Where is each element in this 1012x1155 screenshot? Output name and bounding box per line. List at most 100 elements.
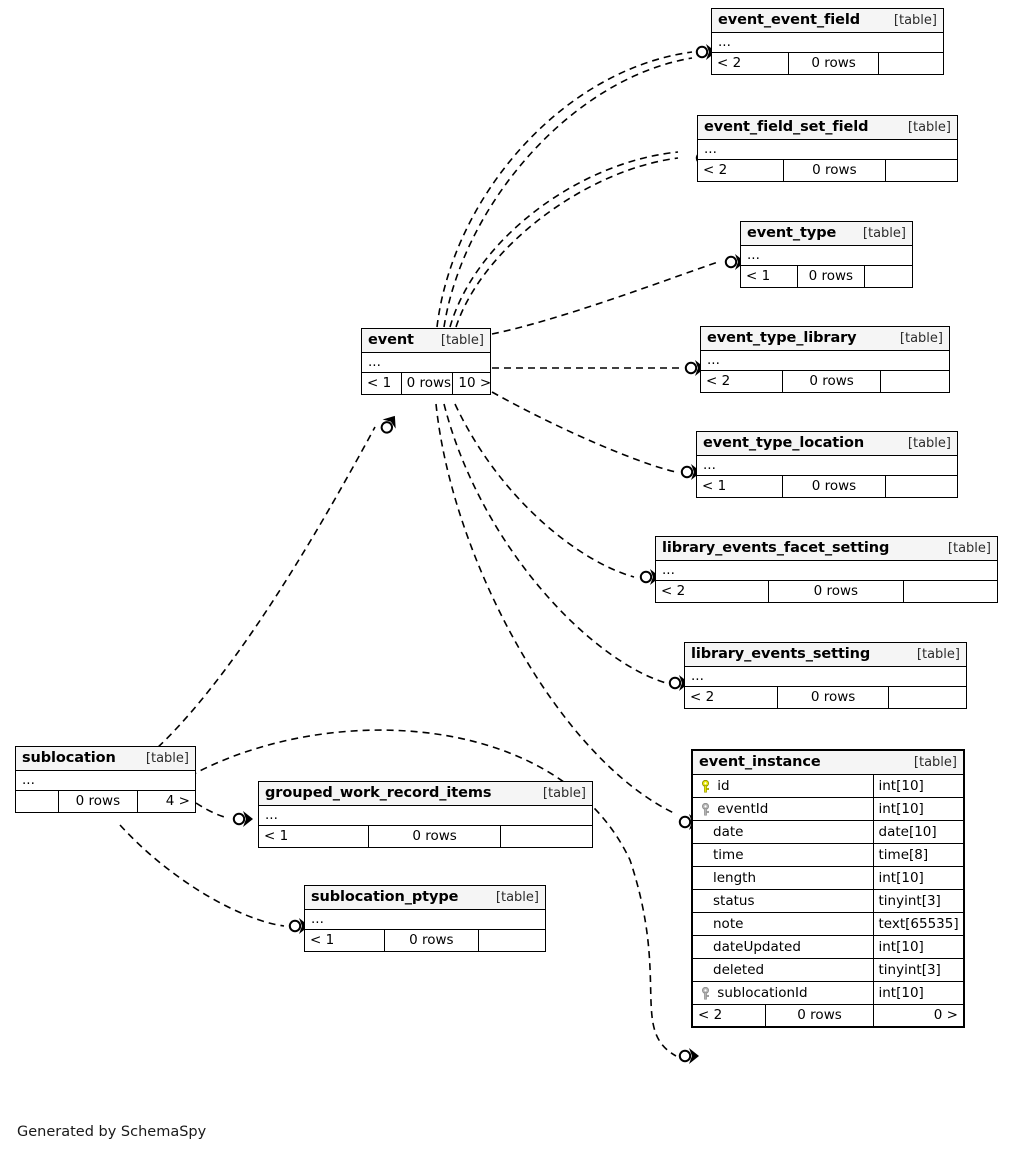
ellipsis-label: ... xyxy=(685,666,966,688)
footer-rowcount: 0 rows xyxy=(401,373,454,395)
footer-rowcount: 0 rows xyxy=(783,160,886,182)
table-footer: < 2 0 rows xyxy=(712,53,943,75)
footer-rowcount: 0 rows xyxy=(797,266,865,288)
footer-rowcount: 0 rows xyxy=(368,826,501,848)
table-event_field_set_field[interactable]: event_field_set_field [table] ... < 2 0 … xyxy=(697,115,958,183)
table-row[interactable]: time time[8] xyxy=(693,843,963,867)
table-sublocation_ptype[interactable]: sublocation_ptype [table] ... < 1 0 rows xyxy=(304,885,546,953)
table-header: event_field_set_field [table] xyxy=(698,116,957,140)
footer-rowcount: 0 rows xyxy=(765,1005,875,1026)
table-row[interactable]: eventId int[10] xyxy=(693,797,963,821)
footer-children xyxy=(864,266,912,287)
footer-children xyxy=(888,687,966,708)
table-tag: [table] xyxy=(826,222,912,246)
column-type: int[10] xyxy=(873,866,963,890)
footer-parents: < 2 xyxy=(685,687,779,709)
table-tag: [table] xyxy=(827,9,943,33)
table-library_events_facet_setting[interactable]: library_events_facet_setting [table] ...… xyxy=(655,536,998,604)
edge-event-to-event_field_set_field-1 xyxy=(449,151,679,328)
table-header: event_instance [table] xyxy=(693,751,963,775)
foreign-key-icon xyxy=(697,985,713,1001)
table-footer: < 2 0 rows 0 > xyxy=(693,1005,963,1026)
footer-parents: < 1 xyxy=(259,826,370,848)
table-name: grouped_work_record_items xyxy=(259,782,491,806)
table-collapsed-columns: ... xyxy=(259,805,592,827)
footer-parents: < 2 xyxy=(701,371,784,393)
footer-parents: < 2 xyxy=(698,160,784,182)
table-collapsed-columns: ... xyxy=(16,770,195,792)
footer-parents: < 2 xyxy=(656,581,769,603)
table-event_type[interactable]: event_type [table] ... < 1 0 rows xyxy=(740,221,913,289)
table-name: event_instance xyxy=(693,751,873,775)
table-header: event_event_field [table] xyxy=(712,9,943,33)
column-name: id xyxy=(717,778,730,794)
table-row[interactable]: deleted tinyint[3] xyxy=(693,958,963,982)
table-footer: < 1 0 rows 10 > xyxy=(362,373,492,395)
table-library_events_setting[interactable]: library_events_setting [table] ... < 2 0… xyxy=(684,642,967,710)
ellipsis-label: ... xyxy=(16,770,195,792)
table-event_type_location[interactable]: event_type_location [table] ... < 1 0 ro… xyxy=(696,431,958,499)
table-row[interactable]: sublocationId int[10] xyxy=(693,981,963,1005)
footer-children xyxy=(500,826,592,847)
ellipsis-label: ... xyxy=(698,139,957,161)
table-row[interactable]: dateUpdated int[10] xyxy=(693,935,963,959)
footer-rowcount: 0 rows xyxy=(768,581,904,603)
footer-rowcount: 0 rows xyxy=(788,53,880,75)
table-event_type_library[interactable]: event_type_library [table] ... < 2 0 row… xyxy=(700,326,950,394)
table-header: sublocation_ptype [table] xyxy=(305,886,545,910)
foreign-key-icon xyxy=(697,801,713,817)
footer-children xyxy=(880,371,949,392)
table-event[interactable]: event [table] ... < 1 0 rows 10 > xyxy=(361,328,492,396)
column-type: int[10] xyxy=(873,935,963,959)
column-type: int[10] xyxy=(873,981,963,1005)
footer-rowcount: 0 rows xyxy=(782,476,886,498)
column-type: tinyint[3] xyxy=(873,889,963,913)
edge-event-to-event_event_field-1 xyxy=(436,51,693,328)
table-name: sublocation xyxy=(16,747,116,771)
table-event_event_field[interactable]: event_event_field [table] ... < 2 0 rows xyxy=(711,8,944,76)
table-row[interactable]: id int[10] xyxy=(693,774,963,798)
footer-parents: < 2 xyxy=(693,1005,766,1026)
table-collapsed-columns: ... xyxy=(741,245,912,267)
footer-parents: < 1 xyxy=(305,930,385,952)
footer-children: 4 > xyxy=(165,793,190,810)
footer-rowcount: 0 rows xyxy=(384,930,480,952)
table-row[interactable]: length int[10] xyxy=(693,866,963,890)
column-name: status xyxy=(713,893,755,909)
table-sublocation[interactable]: sublocation [table] ... 0 rows 4 > xyxy=(15,746,196,814)
column-type: int[10] xyxy=(873,797,963,821)
footer-parents xyxy=(16,791,59,813)
table-footer: < 1 0 rows xyxy=(305,930,545,952)
footer-rowcount: 0 rows xyxy=(782,371,881,393)
table-row[interactable]: status tinyint[3] xyxy=(693,889,963,913)
table-collapsed-columns: ... xyxy=(712,32,943,54)
footer-children xyxy=(885,160,957,181)
footer-parents: < 1 xyxy=(362,373,402,395)
column-name: note xyxy=(713,916,744,932)
table-row[interactable]: note text[65535] xyxy=(693,912,963,936)
table-collapsed-columns: ... xyxy=(305,909,545,931)
table-footer: < 1 0 rows xyxy=(697,476,957,498)
table-name: event_type xyxy=(741,222,836,246)
table-event_instance[interactable]: event_instance [table] id int[10] xyxy=(691,749,965,1028)
table-collapsed-columns: ... xyxy=(685,666,966,688)
column-type: tinyint[3] xyxy=(873,958,963,982)
table-row[interactable]: date date[10] xyxy=(693,820,963,844)
table-footer: 0 rows 4 > xyxy=(16,791,195,813)
footer-children: 10 > xyxy=(458,375,492,392)
column-name: length xyxy=(713,870,757,886)
table-header: sublocation [table] xyxy=(16,747,195,771)
table-grouped_work_record_items[interactable]: grouped_work_record_items [table] ... < … xyxy=(258,781,593,849)
table-footer: < 2 0 rows xyxy=(685,687,966,709)
table-footer: < 1 0 rows xyxy=(259,826,592,848)
table-footer: < 1 0 rows xyxy=(741,266,912,288)
table-name: event_type_location xyxy=(697,432,864,456)
table-header: event_type [table] xyxy=(741,222,912,246)
ellipsis-label: ... xyxy=(305,909,545,931)
edge-event-to-library_events_facet_setting xyxy=(454,403,635,578)
ellipsis-label: ... xyxy=(701,350,949,372)
table-name: sublocation_ptype xyxy=(305,886,458,910)
table-tag: [table] xyxy=(825,327,949,351)
column-type: int[10] xyxy=(873,774,963,798)
